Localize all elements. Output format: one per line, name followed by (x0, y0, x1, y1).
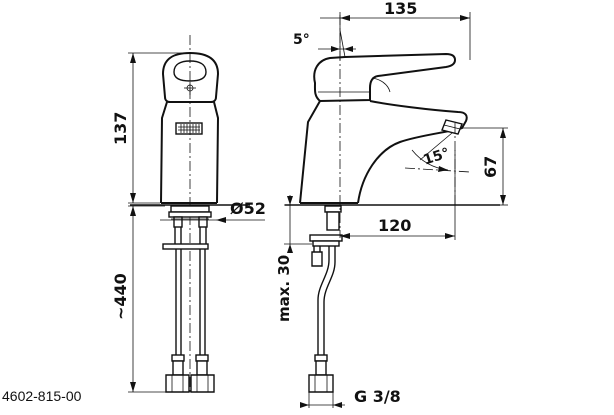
front-body (160, 101, 220, 204)
dim-hose-length-label: ~440 (111, 273, 130, 320)
front-view: 137 ~440 Ø52 (111, 35, 266, 395)
front-hoses (162, 227, 215, 393)
dim-hose-length: ~440 (111, 205, 166, 393)
front-base (130, 204, 250, 228)
side-lever (313, 52, 457, 103)
dim-body-height-label: 137 (111, 112, 130, 145)
dim-body-height: 137 (111, 52, 190, 204)
spout-axis-line (404, 167, 471, 173)
dim-connection-label: G 3/8 (354, 387, 401, 406)
dim-lever-angle-label: 5° (293, 32, 310, 48)
dim-spout-angle-label: 15° (421, 145, 451, 168)
side-base (285, 204, 500, 267)
article-number: 4602-815-00 (2, 388, 82, 404)
dim-overall-reach: 135 (320, 0, 471, 60)
dim-lever-angle: 5° (293, 29, 356, 58)
dim-spout-reach: 120 (339, 150, 456, 240)
side-body (299, 100, 468, 204)
front-lever (161, 51, 220, 103)
dim-spout-reach-label: 120 (378, 216, 411, 235)
dim-spout-height-label: 67 (481, 156, 500, 178)
dim-overall-reach-label: 135 (384, 0, 417, 18)
dim-thickness-label: max. 30 (275, 255, 293, 322)
dim-connection: G 3/8 (300, 387, 401, 408)
dim-spout-angle: 15° (411, 132, 453, 172)
dim-thickness: max. 30 (275, 195, 312, 322)
side-hose (308, 246, 336, 393)
side-view: 135 5° 120 67 (275, 0, 508, 408)
dim-spout-height: 67 (462, 127, 508, 206)
dim-base-diameter-label: Ø52 (230, 199, 266, 218)
dim-base-diameter: Ø52 (160, 199, 266, 223)
